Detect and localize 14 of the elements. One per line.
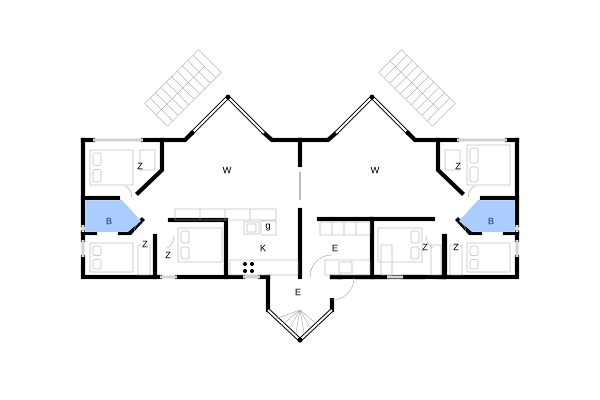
room-label: Z — [455, 162, 461, 170]
bathroom: B — [459, 200, 515, 232]
room-label: g — [266, 224, 270, 230]
room-label: E — [332, 244, 338, 252]
room-label: K — [260, 244, 266, 252]
room-label: Z — [165, 252, 171, 258]
room-label: Z — [422, 244, 428, 250]
bathroom: B — [85, 200, 141, 232]
room-label: E — [296, 288, 301, 296]
room-label: W — [222, 166, 232, 174]
room-label: Z — [137, 162, 143, 170]
room-label: Z — [453, 244, 459, 250]
room-label: Z — [142, 240, 148, 248]
room-label: W — [370, 166, 380, 174]
